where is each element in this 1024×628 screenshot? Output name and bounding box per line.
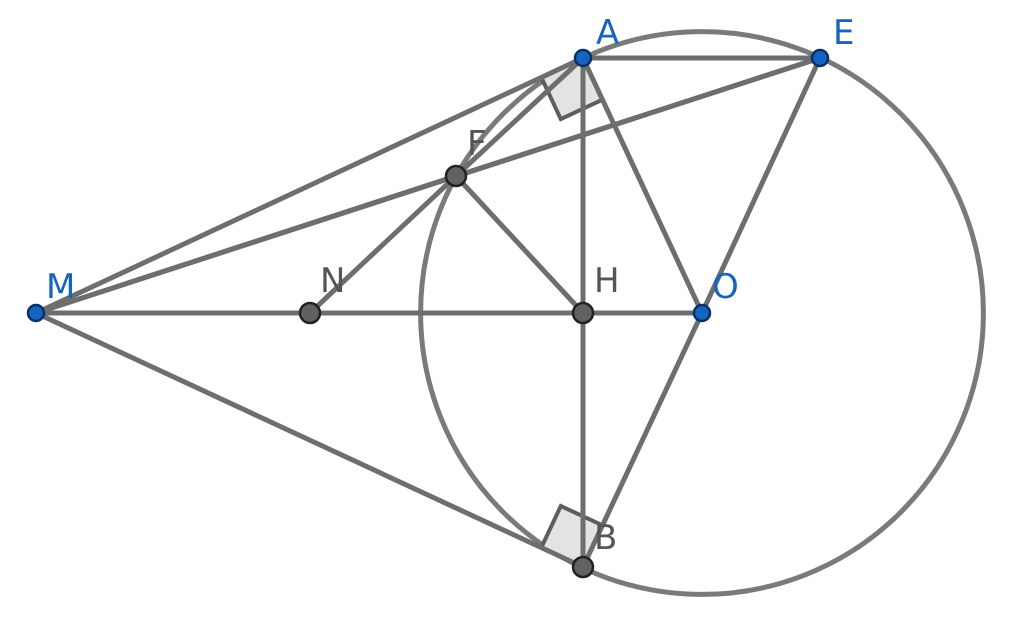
segments-group <box>33 55 823 570</box>
label-m: M <box>46 267 75 307</box>
label-f: F <box>467 124 487 164</box>
point-h <box>571 301 595 325</box>
point-b <box>571 555 595 579</box>
segment-fe <box>453 55 823 179</box>
segment-fh <box>453 173 586 316</box>
point-a <box>573 48 593 68</box>
point-f <box>444 164 468 188</box>
label-h: H <box>594 261 620 301</box>
label-o: O <box>712 267 739 307</box>
point-o <box>692 303 712 323</box>
segment-ma <box>33 55 586 316</box>
segment-bo <box>580 310 705 570</box>
label-b: B <box>594 518 617 558</box>
segment-af <box>453 55 586 179</box>
point-m <box>26 303 46 323</box>
labels-group: A E F M N H O B <box>46 13 854 558</box>
point-e <box>810 48 830 68</box>
label-n: N <box>320 261 345 301</box>
segment-eo <box>699 55 823 316</box>
label-a: A <box>596 13 619 53</box>
label-e: E <box>833 13 854 53</box>
segment-mb <box>33 310 586 570</box>
segment-ao <box>580 55 705 316</box>
segment-nf <box>307 173 459 316</box>
point-n <box>298 301 322 325</box>
points-group <box>26 48 830 579</box>
